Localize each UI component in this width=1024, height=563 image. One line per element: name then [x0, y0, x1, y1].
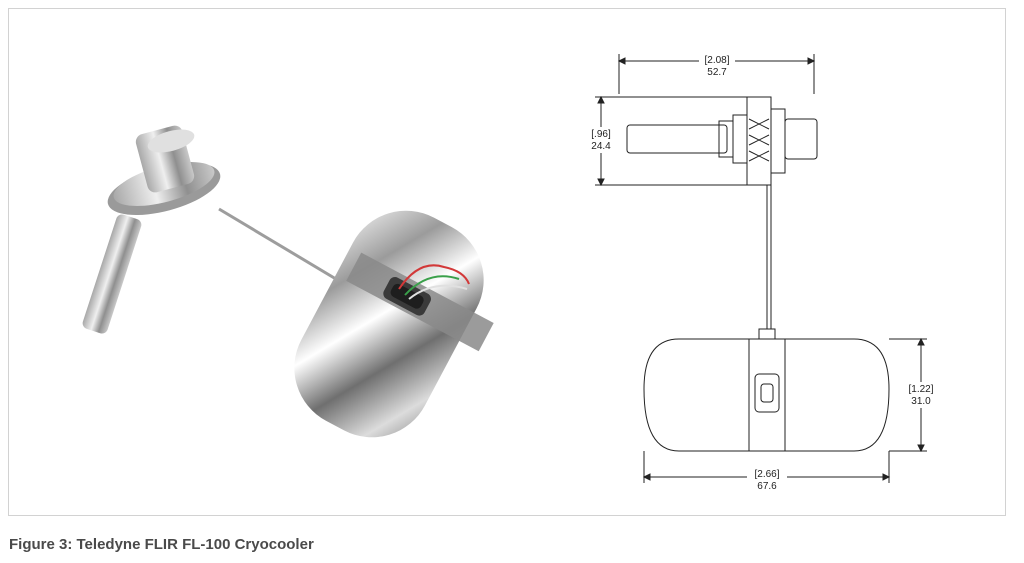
dimension-drawing: [2.08] 52.7 [.96] 24.4 [1.22] 31.0 [2.66… — [584, 53, 939, 493]
body-width-mm: 67.6 — [757, 481, 777, 492]
cryocooler-photo — [82, 125, 494, 438]
body-height-inch: [1.22] — [908, 384, 933, 395]
top-height-inch: [.96] — [591, 129, 611, 140]
flange — [107, 125, 221, 216]
top-width-mm: 52.7 — [707, 67, 727, 78]
body-width-inch: [2.66] — [754, 469, 779, 480]
compressor-body — [294, 210, 494, 438]
figure-caption: Figure 3: Teledyne FLIR FL-100 Cryocoole… — [9, 536, 314, 553]
cold-finger — [82, 214, 142, 334]
body-height-mm: 31.0 — [911, 396, 931, 407]
top-height-mm: 24.4 — [591, 141, 611, 152]
figure-frame: [2.08] 52.7 [.96] 24.4 [1.22] 31.0 [2.66… — [8, 8, 1006, 516]
top-width-inch: [2.08] — [704, 55, 729, 66]
